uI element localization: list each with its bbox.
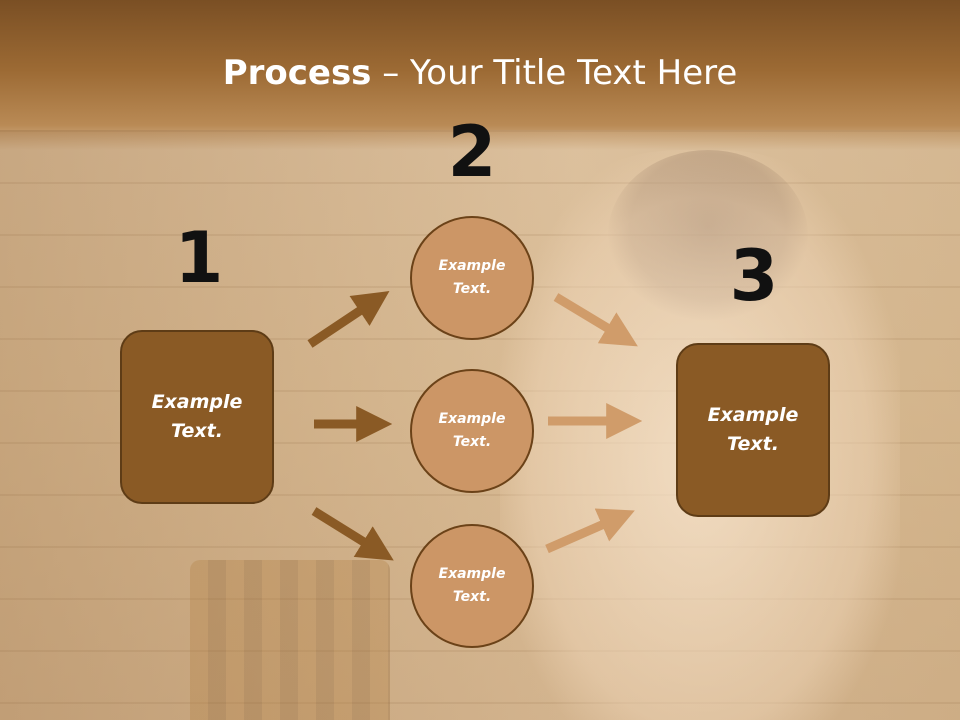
step-circle-bottom-label: Example Text. xyxy=(438,566,506,605)
slide-title: Process – Your Title Text Here xyxy=(0,48,960,98)
step-number-2: 2 xyxy=(447,111,497,193)
arrow-circle-bottom-to-3 xyxy=(545,508,635,554)
step-number-3: 3 xyxy=(729,235,779,317)
step-box-3: Example Text. xyxy=(676,343,830,517)
step-circle-top: Example Text. xyxy=(410,216,534,340)
arrow-1-to-circle-top xyxy=(307,291,390,348)
step-circle-middle-label: Example Text. xyxy=(438,411,506,450)
step-box-1-label: Example Text. xyxy=(151,391,243,442)
step-number-1: 1 xyxy=(174,217,224,299)
arrow-circle-top-to-3 xyxy=(553,293,638,347)
title-bold: Process xyxy=(222,53,372,93)
arrow-1-to-circle-bottom xyxy=(311,507,394,561)
step-circle-bottom: Example Text. xyxy=(410,524,534,648)
step-box-1: Example Text. xyxy=(120,330,274,504)
step-box-3-label: Example Text. xyxy=(707,404,799,455)
title-rest: – Your Title Text Here xyxy=(371,53,738,93)
background-barrel xyxy=(190,560,390,720)
step-circle-middle: Example Text. xyxy=(410,369,534,493)
step-circle-top-label: Example Text. xyxy=(438,258,506,297)
